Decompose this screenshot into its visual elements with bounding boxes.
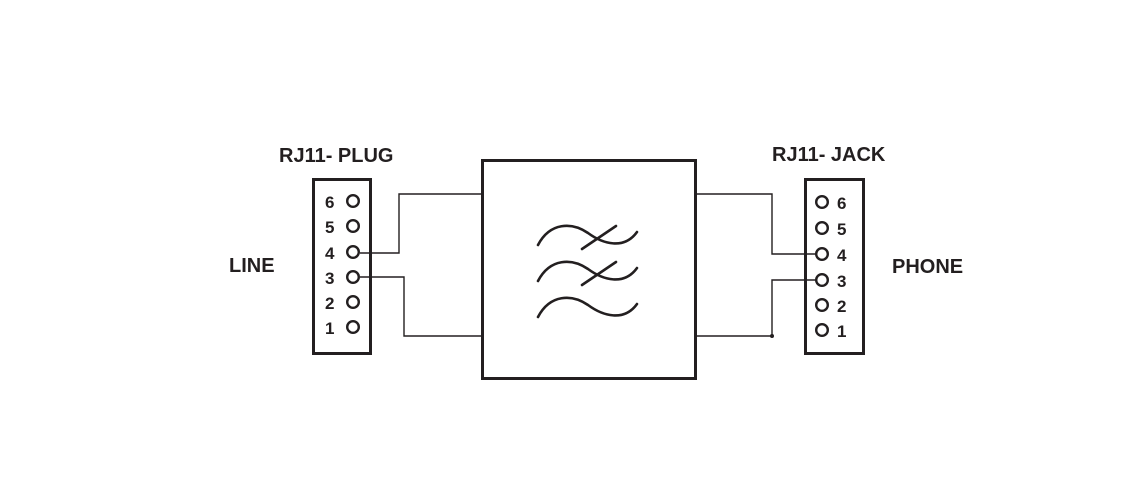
plug-title: RJ11- PLUG [279, 145, 393, 167]
filter-box [481, 159, 697, 380]
jack-connector [804, 178, 865, 355]
plug-pin-number: 1 [325, 319, 334, 338]
junction-dot [770, 334, 774, 338]
plug-pin-number: 3 [325, 269, 334, 288]
plug-pin-contact [346, 295, 361, 310]
jack-pin-number: 2 [837, 297, 846, 316]
plug-connector [312, 178, 372, 355]
plug-pin-number: 4 [325, 244, 335, 263]
jack-pin-number: 6 [837, 194, 846, 213]
jack-pin-contact [815, 246, 830, 261]
plug-pin-number: 6 [325, 193, 334, 212]
plug-pin-contact [346, 320, 361, 335]
jack-pin-contact [815, 220, 830, 235]
plug-pin-contact [346, 193, 361, 208]
jack-pin-contact [815, 323, 830, 338]
plug-pin-number: 2 [325, 294, 334, 313]
line-label: LINE [229, 255, 275, 277]
plug-pin-contact [346, 270, 361, 285]
jack-pin-number: 4 [837, 246, 847, 265]
jack-pin-number: 5 [837, 220, 846, 239]
jack-pins: 6 5 4 3 2 1 [815, 194, 847, 341]
plug-pins: 6 5 4 3 2 1 [325, 193, 361, 338]
jack-pin-contact [815, 298, 830, 313]
jack-title: RJ11- JACK [772, 144, 886, 166]
plug-pin-number: 5 [325, 218, 334, 237]
filter-symbol-icon [536, 224, 639, 319]
jack-pin-number: 1 [837, 322, 846, 341]
plug-pin-contact [346, 244, 361, 259]
wiring [360, 193, 818, 337]
jack-pin-contact [815, 194, 830, 209]
jack-pin-number: 3 [837, 272, 846, 291]
plug-pin-contact [346, 218, 361, 233]
phone-label: PHONE [892, 256, 963, 278]
jack-pin-contact [815, 273, 830, 288]
